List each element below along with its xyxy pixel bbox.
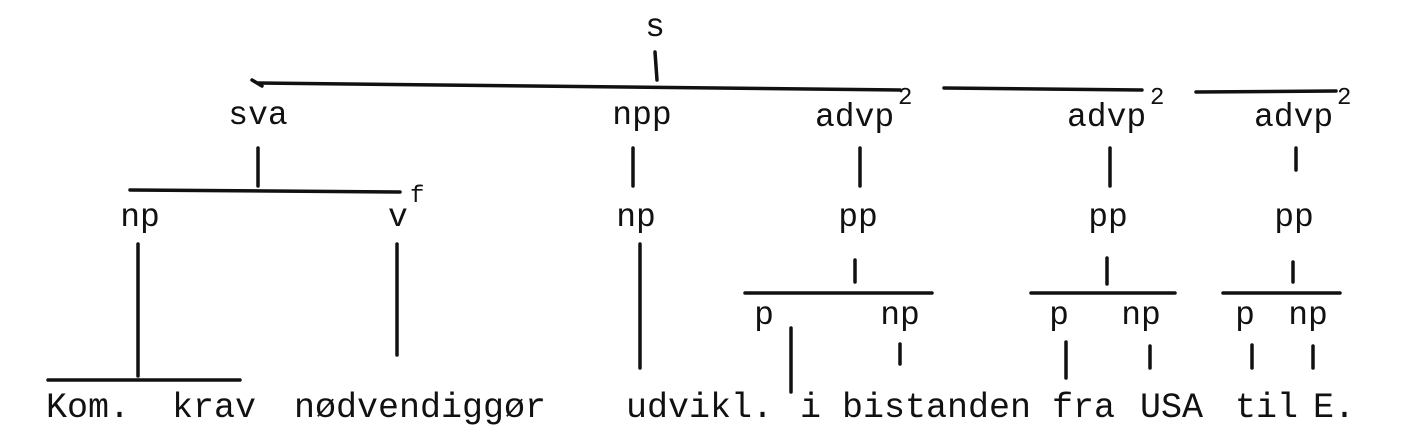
- node-np-5: np: [1288, 297, 1328, 334]
- node-p-2: p: [1049, 297, 1069, 334]
- advp-1-sup: 2: [898, 85, 912, 112]
- tree-branches: [46, 50, 1342, 394]
- node-sva: sva: [228, 97, 287, 134]
- top-bar-main: [256, 81, 902, 92]
- node-np-3: np: [880, 297, 920, 334]
- node-npp: npp: [612, 97, 671, 134]
- v-label: v: [388, 199, 408, 236]
- node-np-4: np: [1121, 297, 1161, 334]
- sva-bar: [128, 188, 402, 194]
- node-pp-3: pp: [1274, 199, 1314, 236]
- node-v: v f: [388, 183, 424, 236]
- node-np-2: np: [616, 199, 656, 236]
- advp-1-label: advp: [815, 99, 894, 136]
- word-fra: fra: [1052, 388, 1115, 428]
- node-advp-3: advp 2: [1254, 85, 1351, 136]
- node-advp-2: advp 2: [1067, 85, 1164, 136]
- word-bistanden: bistanden: [842, 388, 1031, 428]
- node-s: s: [645, 9, 665, 46]
- node-p-1: p: [754, 297, 774, 334]
- sentence-words: Kom. krav nødvendiggør udvikl. i bistand…: [46, 388, 1355, 428]
- v-sup: f: [410, 183, 424, 210]
- word-til: til: [1235, 388, 1298, 428]
- word-udvikl: udvikl.: [626, 388, 773, 428]
- word-usa: USA: [1140, 388, 1203, 428]
- node-np-1: np: [120, 199, 160, 236]
- root-stem: [653, 50, 659, 82]
- tree-nodes: s sva npp advp 2 advp 2 advp 2 np v f np…: [120, 9, 1351, 334]
- node-advp-1: advp 2: [815, 85, 912, 136]
- word-krav: krav: [172, 388, 256, 428]
- word-kom: Kom.: [46, 388, 130, 428]
- advp-3-sup: 2: [1337, 85, 1351, 112]
- word-e: E.: [1313, 388, 1355, 428]
- top-bar-seg-3: [1194, 89, 1338, 94]
- advp-2-label: advp: [1067, 99, 1146, 136]
- top-bar-seg-2: [942, 86, 1144, 92]
- advp-2-sup: 2: [1150, 85, 1164, 112]
- word-nodvendiggor: nødvendiggør: [294, 388, 546, 428]
- advp-3-label: advp: [1254, 99, 1333, 136]
- node-pp-2: pp: [1088, 199, 1128, 236]
- word-i: i: [800, 388, 821, 428]
- top-bar-arrow: [250, 78, 264, 88]
- node-pp-1: pp: [838, 199, 878, 236]
- node-p-3: p: [1235, 297, 1255, 334]
